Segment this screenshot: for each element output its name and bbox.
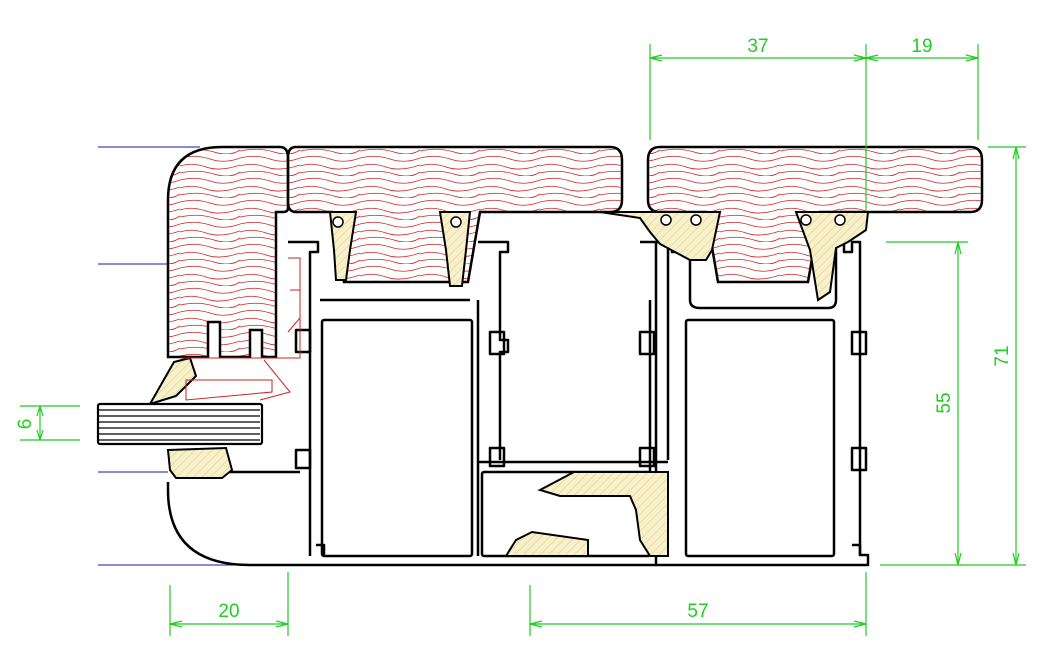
left-sash-chamber — [320, 318, 474, 558]
dim-top-left: 37 — [747, 36, 768, 57]
gasket-middle — [537, 471, 669, 557]
left-extension-lines — [98, 146, 250, 566]
dim-bottom-right: 57 — [687, 601, 708, 622]
dim-height-total: 71 — [992, 345, 1013, 366]
left-frame-outline — [166, 240, 870, 567]
gasket-glass-top — [147, 356, 198, 406]
left-wood-cladding — [166, 145, 290, 359]
gasket-top-right-a — [599, 211, 722, 261]
gaskets — [147, 211, 870, 557]
gasket-top-left-b — [438, 211, 472, 287]
glass-pane — [96, 402, 264, 446]
right-sash-chamber — [684, 318, 836, 558]
gasket-glass-bottom — [166, 446, 234, 479]
screw-holes — [332, 214, 846, 228]
gasket-top-left-a — [328, 211, 358, 281]
red-construction-lines — [180, 257, 301, 401]
gasket-top-right-b — [794, 211, 870, 302]
gasket-bottom — [504, 530, 589, 557]
dim-bottom-left: 20 — [218, 601, 239, 622]
dim-height-inner: 55 — [934, 392, 955, 413]
dimension-lines — [20, 44, 1026, 636]
dim-top-right: 19 — [911, 36, 932, 57]
aluminium-profiles — [166, 240, 870, 567]
dim-glass-thickness: 6 — [15, 419, 36, 430]
